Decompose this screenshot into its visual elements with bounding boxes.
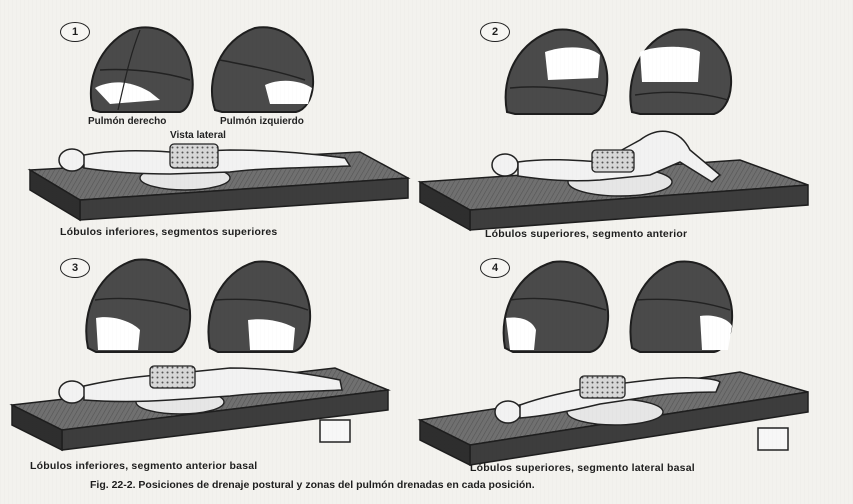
panel-2-number: 2 (480, 22, 510, 42)
left-lung-icon (208, 261, 310, 352)
right-lung-icon (504, 261, 609, 352)
panel-1-table (30, 144, 408, 220)
panel-3-table (12, 366, 388, 450)
panel-1-number: 1 (60, 22, 90, 42)
panel-2-lungs (506, 29, 732, 114)
figure-caption: Fig. 22-2. Posiciones de drenaje postura… (90, 479, 535, 491)
panel-4-table (420, 372, 808, 465)
left-lung-icon (630, 29, 731, 114)
view-label: Vista lateral (170, 130, 226, 141)
right-lung-label: Pulmón derecho (88, 116, 166, 127)
right-lung-icon (91, 27, 193, 112)
right-lung-icon (506, 29, 608, 114)
panel-4-lungs (504, 261, 733, 352)
block-support-icon (320, 420, 350, 442)
panel-4-caption: Lóbulos superiores, segmento lateral bas… (470, 462, 695, 474)
panel-2-caption: Lóbulos superiores, segmento anterior (485, 228, 687, 240)
left-lung-icon (212, 27, 313, 112)
left-lung-label: Pulmón izquierdo (220, 116, 304, 127)
panel-2-table (420, 131, 808, 230)
panel-3-lungs (86, 259, 310, 352)
left-lung-icon (630, 261, 732, 352)
panel-1-lungs (91, 27, 313, 112)
panel-3-number: 3 (60, 258, 90, 278)
panel-4-number: 4 (480, 258, 510, 278)
right-lung-icon (86, 259, 190, 352)
panel-1-caption: Lóbulos inferiores, segmentos superiores (60, 226, 277, 238)
panel-3-caption: Lóbulos inferiores, segmento anterior ba… (30, 460, 257, 472)
block-support-icon (758, 428, 788, 450)
